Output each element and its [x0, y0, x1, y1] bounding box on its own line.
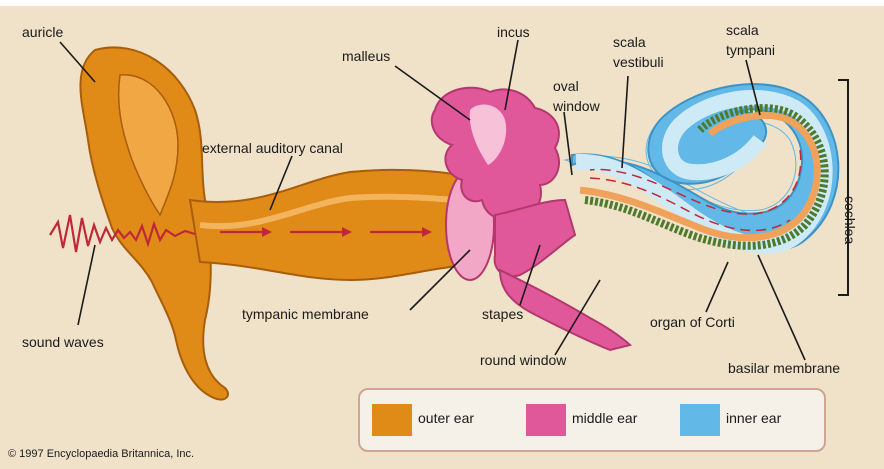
- legend-swatch-outer-ear: [372, 404, 412, 436]
- cochlea-bracket: [838, 80, 848, 295]
- legend-label-inner-ear: inner ear: [726, 410, 781, 426]
- legend: outer ear middle ear inner ear: [358, 388, 826, 452]
- label-oval-window-line2: window: [553, 98, 600, 114]
- legend-label-outer-ear: outer ear: [418, 410, 474, 426]
- label-round-window: round window: [480, 352, 566, 368]
- legend-swatch-middle-ear: [526, 404, 566, 436]
- label-external-auditory-canal: external auditory canal: [202, 140, 343, 156]
- label-sound-waves: sound waves: [22, 334, 104, 350]
- label-basilar-membrane: basilar membrane: [728, 360, 840, 376]
- top-border: [0, 0, 884, 6]
- legend-label-middle-ear: middle ear: [572, 410, 637, 426]
- legend-swatch-inner-ear: [680, 404, 720, 436]
- label-cochlea: cochlea: [842, 196, 858, 244]
- label-malleus: malleus: [342, 48, 390, 64]
- label-tympanic-membrane: tympanic membrane: [242, 306, 369, 322]
- label-incus: incus: [497, 24, 530, 40]
- copyright-credit: © 1997 Encyclopaedia Britannica, Inc.: [8, 448, 194, 460]
- label-organ-of-corti: organ of Corti: [650, 314, 735, 330]
- label-auricle: auricle: [22, 24, 63, 40]
- label-scala-tympani-line1: scala: [726, 22, 759, 38]
- label-scala-vestibuli-line1: scala: [613, 34, 646, 50]
- label-scala-vestibuli-line2: vestibuli: [613, 54, 664, 70]
- label-scala-tympani-line2: tympani: [726, 42, 775, 58]
- label-oval-window-line1: oval: [553, 78, 579, 94]
- stapes-shape: [495, 200, 575, 276]
- label-stapes: stapes: [482, 306, 523, 322]
